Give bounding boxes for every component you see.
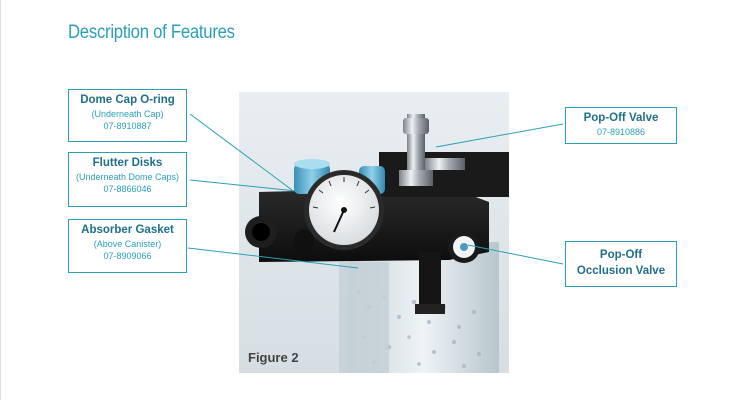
middle-port <box>294 229 314 255</box>
callout-subtitle: (Underneath Cap) <box>91 109 164 119</box>
callout-part-number: 07-8909066 <box>103 251 152 261</box>
callout-title-line2: Occlusion Valve <box>576 265 666 277</box>
left-canister <box>339 262 389 373</box>
valve-stem <box>419 252 441 312</box>
figure-label: Figure 2 <box>248 350 299 365</box>
product-photo <box>239 92 509 373</box>
anesthesia-absorber-unit-photo <box>245 114 509 373</box>
callout-subtitle: (Underneath Dome Caps) <box>75 172 180 182</box>
leader-pop-off-valve <box>435 123 564 148</box>
callout-title: Dome Cap O-ring <box>80 94 175 106</box>
callout-part-number: 07-8910887 <box>103 121 152 131</box>
callout-title-line1: Pop-Off <box>599 249 643 261</box>
callout-part-number: 07-8910886 <box>596 127 646 137</box>
leader-occlusion-valve <box>467 244 564 265</box>
callout-pop-off-occlusion-valve: Pop-Off Occlusion Valve <box>565 241 677 287</box>
callout-part-number: 07-8866046 <box>103 184 152 194</box>
pop-off-valve-outlet <box>425 158 465 170</box>
pressure-gauge-ticks <box>312 177 376 209</box>
page-title: Description of Features <box>68 22 235 43</box>
callout-title: Flutter Disks <box>92 157 163 169</box>
leader-dome-cap <box>189 113 293 191</box>
pressure-gauge-pivot <box>341 207 347 213</box>
pressure-gauge-needle <box>333 209 345 233</box>
page-left-rule <box>0 0 1 400</box>
pop-off-valve-collar <box>399 170 433 186</box>
leader-flutter-disks <box>189 179 297 192</box>
valve-stem-nut <box>415 304 445 314</box>
pop-off-valve-cap <box>403 118 429 134</box>
callout-absorber-gasket: Absorber Gasket (Above Canister) 07-8909… <box>68 219 187 273</box>
callout-subtitle: (Above Canister) <box>93 239 162 249</box>
callout-title: Absorber Gasket <box>81 224 174 236</box>
occlusion-valve-center <box>460 243 468 251</box>
callout-dome-cap-o-ring: Dome Cap O-ring (Underneath Cap) 07-8910… <box>68 89 187 142</box>
dome-cap-left-top <box>294 159 330 169</box>
callout-title: Pop-Off Valve <box>583 112 659 124</box>
callout-pop-off-valve: Pop-Off Valve 07-8910886 <box>565 107 677 144</box>
callout-flutter-disks: Flutter Disks (Underneath Dome Caps) 07-… <box>68 152 187 207</box>
leader-absorber-gasket <box>187 247 359 269</box>
left-port-inner <box>252 223 270 241</box>
